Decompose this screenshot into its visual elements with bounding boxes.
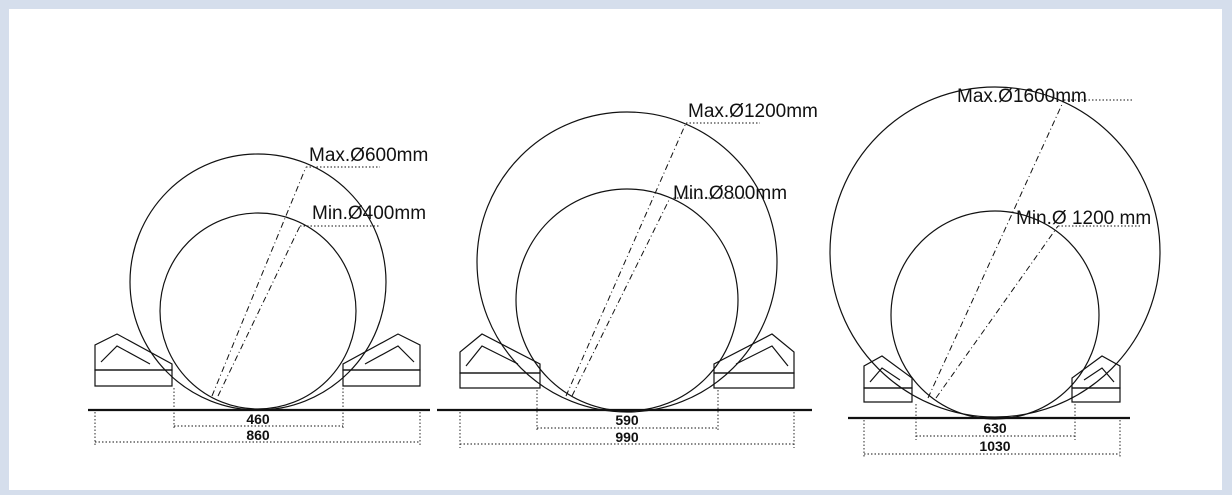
right-roller-support-2 xyxy=(713,333,795,389)
diagram-2: Max.Ø1200mm Min.Ø800mm 590 990 xyxy=(437,101,818,448)
max-diameter-label-1: Max.Ø600mm xyxy=(309,145,428,166)
max-diameter-circle-1 xyxy=(129,153,387,411)
left-roller-support-2 xyxy=(459,333,541,389)
min-diameter-circle-1 xyxy=(159,212,357,410)
min-diameter-label-2: Min.Ø800mm xyxy=(673,183,787,204)
min-radius-line-1 xyxy=(217,225,301,397)
inner-dimension-3: 630 xyxy=(983,420,1007,436)
left-roller-support-1 xyxy=(94,333,173,387)
min-diameter-circle-3 xyxy=(890,210,1100,420)
min-radius-line-2 xyxy=(571,197,671,397)
max-radius-line-2 xyxy=(565,122,687,397)
diagram-3: Max.Ø1600mm Min.Ø 1200 mm 630 1030 xyxy=(829,86,1161,458)
min-radius-line-3 xyxy=(935,225,1059,399)
diagram-1: Max.Ø600mm Min.Ø400mm 460 860 xyxy=(88,145,430,446)
right-roller-support-3 xyxy=(1071,355,1121,403)
min-diameter-circle-2 xyxy=(515,188,739,412)
inner-dimension-2: 590 xyxy=(615,412,639,428)
max-diameter-circle-2 xyxy=(476,111,778,413)
max-diameter-label-3: Max.Ø1600mm xyxy=(957,86,1087,107)
min-diameter-label-1: Min.Ø400mm xyxy=(312,203,426,224)
right-roller-support-1 xyxy=(342,333,421,387)
max-diameter-label-2: Max.Ø1200mm xyxy=(688,101,818,122)
outer-dimension-2: 990 xyxy=(615,429,639,445)
min-diameter-label-3: Min.Ø 1200 mm xyxy=(1016,208,1151,229)
inner-dimension-1: 460 xyxy=(246,411,270,427)
max-radius-line-1 xyxy=(211,166,307,397)
left-roller-support-3 xyxy=(863,355,913,403)
outer-dimension-3: 1030 xyxy=(979,438,1010,454)
max-radius-line-3 xyxy=(927,99,1065,399)
outer-dimension-1: 860 xyxy=(246,427,270,443)
